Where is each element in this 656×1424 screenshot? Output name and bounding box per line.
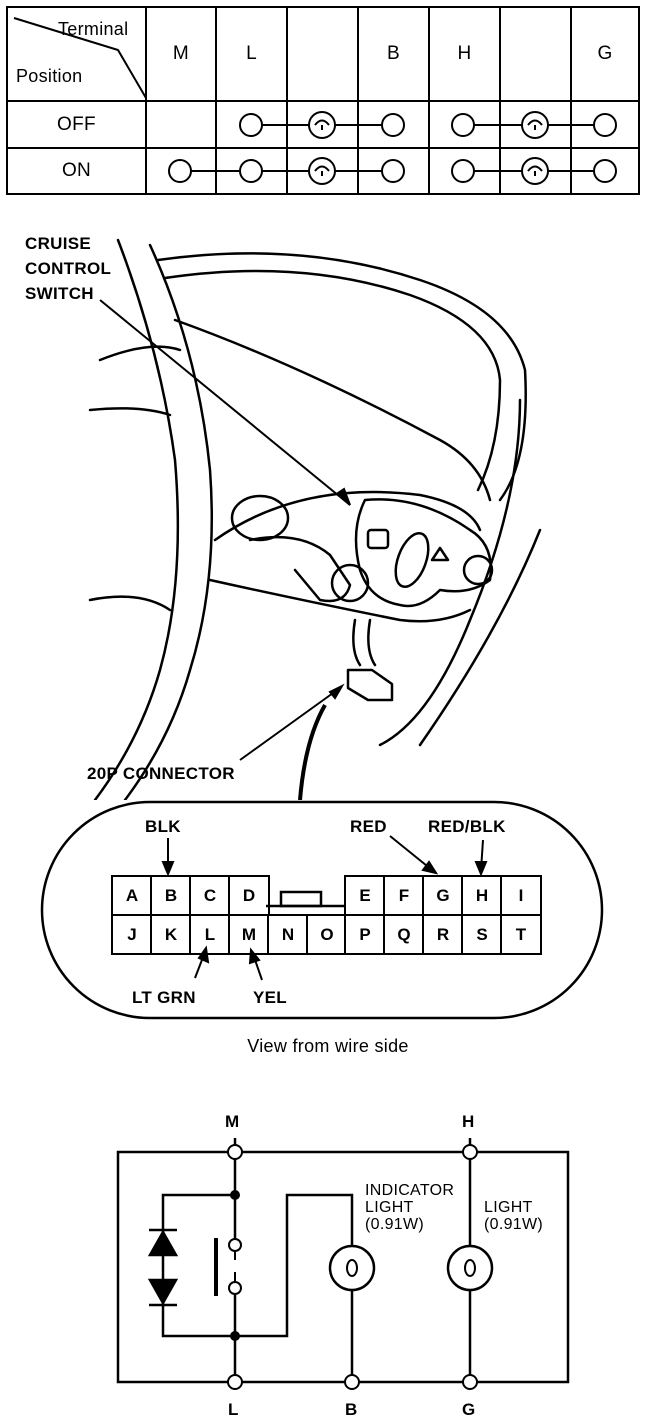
on-terminal-h xyxy=(451,159,475,183)
header-terminal: Terminal xyxy=(58,19,129,39)
on-terminal-m xyxy=(168,159,192,183)
switch-label-line2: CONTROL xyxy=(25,259,112,278)
terminal-m-node xyxy=(227,1144,243,1160)
pin-e: E xyxy=(344,875,384,914)
schematic-terminal-b: B xyxy=(345,1400,358,1419)
column-b: B xyxy=(387,43,400,64)
light-bulb xyxy=(446,1244,494,1292)
pin-t: T xyxy=(500,914,542,955)
terminal-g-node xyxy=(462,1374,478,1390)
steering-wheel-inner xyxy=(123,243,214,800)
pin-p: P xyxy=(344,914,384,955)
light-label-line2: (0.91W) xyxy=(484,1216,543,1233)
cruise-switch-illustration xyxy=(88,238,542,800)
on-terminal-g xyxy=(593,159,617,183)
pin-l: L xyxy=(189,914,229,955)
switch-label-line1: CRUISE xyxy=(25,234,92,253)
pin-q: Q xyxy=(383,914,423,955)
pin-c: C xyxy=(189,875,229,914)
on-terminal-b xyxy=(381,159,405,183)
terminal-b-node xyxy=(344,1374,360,1390)
pin-k: K xyxy=(150,914,190,955)
column-m: M xyxy=(172,43,190,64)
pin-j: J xyxy=(111,914,151,955)
pin-f: F xyxy=(383,875,423,914)
off-terminal-l xyxy=(239,113,263,137)
schematic-terminal-l: L xyxy=(228,1400,239,1419)
pin-r: R xyxy=(422,914,462,955)
diode-pair xyxy=(147,1228,179,1307)
terminal-table xyxy=(6,6,640,195)
switch-contact-lower xyxy=(228,1281,242,1295)
connector-caption: View from wire side xyxy=(247,1036,409,1056)
column-h: H xyxy=(457,43,472,64)
pin-g: G xyxy=(422,875,462,914)
terminal-h-node xyxy=(462,1144,478,1160)
pin-o: O xyxy=(306,914,346,955)
pin-b: B xyxy=(150,875,190,914)
indicator-bulb xyxy=(328,1244,376,1292)
indicator-label-line1: INDICATOR xyxy=(365,1182,455,1199)
row-on-label: ON xyxy=(61,160,92,181)
wire-label-blk: BLK xyxy=(145,817,181,836)
off-terminal-h xyxy=(451,113,475,137)
off-terminal-b xyxy=(381,113,405,137)
steering-wheel-outer xyxy=(93,238,180,800)
light-label-line1: LIGHT xyxy=(484,1199,533,1216)
wire-label-lt-grn: LT GRN xyxy=(132,988,196,1007)
off-row-connections xyxy=(239,111,617,139)
off-terminal-g xyxy=(593,113,617,137)
on-row-connections xyxy=(168,157,617,185)
indicator-label-line2: LIGHT xyxy=(365,1199,414,1216)
terminal-l-node xyxy=(227,1374,243,1390)
connector-plug xyxy=(346,668,394,702)
pin-h: H xyxy=(461,875,501,914)
wire-label-red-blk: RED/BLK xyxy=(428,817,506,836)
pin-n: N xyxy=(267,914,307,955)
pin-s: S xyxy=(461,914,501,955)
pin-d: D xyxy=(228,875,270,914)
switch-contact-upper xyxy=(228,1238,242,1252)
column-l: L xyxy=(246,43,257,64)
indicator-label-line3: (0.91W) xyxy=(365,1216,424,1233)
header-position: Position xyxy=(16,66,83,86)
connector-label: 20P CONNECTOR xyxy=(87,764,235,783)
on-terminal-l xyxy=(239,159,263,183)
schematic-terminal-g: G xyxy=(462,1400,476,1419)
switch-label-line3: SWITCH xyxy=(25,284,94,303)
pin-a: A xyxy=(111,875,151,914)
switch-housing xyxy=(354,498,493,608)
row-off-label: OFF xyxy=(57,114,96,135)
pin-m: M xyxy=(228,914,268,955)
schematic-terminal-h: H xyxy=(462,1112,475,1131)
dash-hood xyxy=(156,252,527,502)
wire-label-yel: YEL xyxy=(253,988,287,1007)
wire-label-red: RED xyxy=(350,817,387,836)
column-g: G xyxy=(597,43,613,64)
schematic-frame xyxy=(116,1150,570,1384)
schematic-terminal-m: M xyxy=(225,1112,240,1131)
pin-i: I xyxy=(500,875,542,914)
switch-schematic xyxy=(116,1138,570,1390)
